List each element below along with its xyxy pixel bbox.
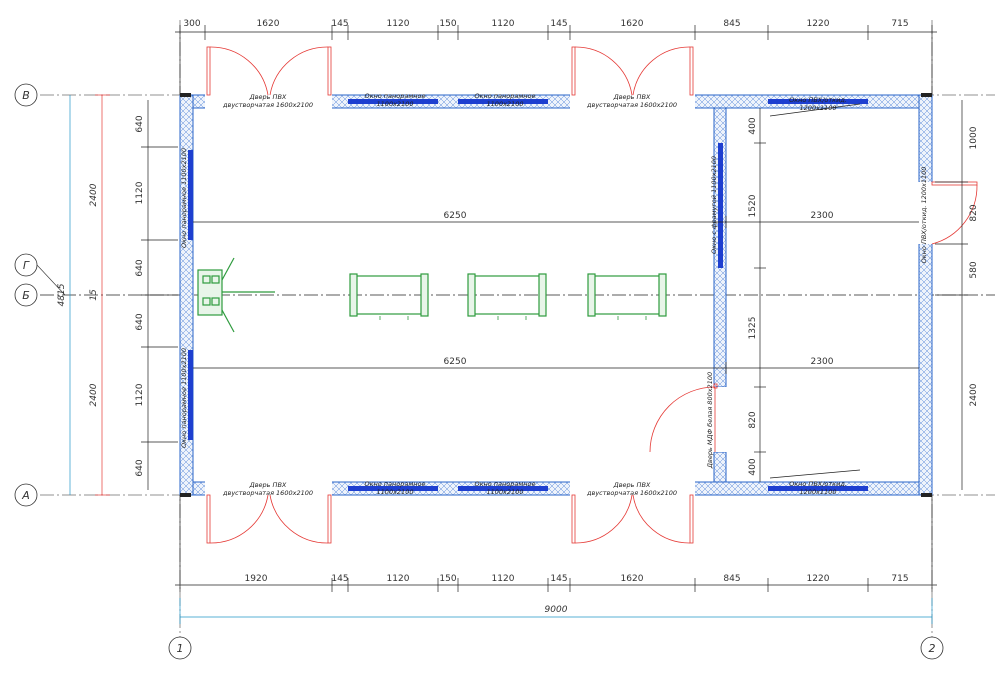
bottom-dim-0: 1920 bbox=[245, 574, 268, 584]
axis-label-g: Г bbox=[23, 259, 30, 272]
interior-len-top: 6250 bbox=[444, 211, 467, 221]
label-door-bl-size: двустворчатая 1600х2100 bbox=[222, 489, 313, 497]
door-openings bbox=[205, 94, 933, 496]
top-dim-4: 150 bbox=[439, 19, 456, 29]
top-dim-3: 1120 bbox=[387, 19, 410, 29]
label-win-right: Окно ПВХ/откид. 1200х1100 bbox=[920, 167, 928, 264]
label-door-tr-size: двустворчатая 1600х2100 bbox=[586, 101, 677, 109]
top-dim-1: 1620 bbox=[257, 19, 280, 29]
bottom-dim-2: 1120 bbox=[387, 574, 410, 584]
interior-dim-1325: 1325 bbox=[748, 317, 758, 340]
top-dim-2: 145 bbox=[331, 19, 348, 29]
right-dim-580: 580 bbox=[969, 261, 979, 278]
windows bbox=[188, 99, 868, 491]
interior-room-bottom: 2300 bbox=[811, 357, 834, 367]
label-door-tl: Дверь ПВХ bbox=[249, 93, 287, 101]
bottom-dim-6: 1620 bbox=[621, 574, 644, 584]
left-red-top: 2400 bbox=[89, 183, 99, 206]
label-door-bl: Дверь ПВХ bbox=[249, 481, 287, 489]
axis-label-1: 1 bbox=[177, 642, 184, 655]
bottom-dim-7: 845 bbox=[723, 574, 740, 584]
top-dim-6: 145 bbox=[550, 19, 567, 29]
bottom-dim-4: 1120 bbox=[492, 574, 515, 584]
bottom-dim-3: 150 bbox=[439, 574, 456, 584]
left-dim-3: 640 bbox=[135, 313, 145, 330]
top-dim-0: 300 bbox=[183, 19, 200, 29]
furniture bbox=[197, 257, 667, 333]
label-win-left-bottom: Окно панорамное 1100х2100 bbox=[180, 348, 188, 448]
left-dim-1: 1120 bbox=[135, 181, 145, 204]
label-win-t1: Окно панорамное bbox=[364, 92, 425, 100]
doors bbox=[206, 46, 978, 544]
axis-label-v: В bbox=[22, 89, 30, 102]
bottom-dim-9: 715 bbox=[891, 574, 908, 584]
label-win-tr-size: 1200х1100 bbox=[800, 104, 837, 112]
label-win-tr: Окно ПВХ/откид. bbox=[789, 96, 847, 104]
label-door-br: Дверь ПВХ bbox=[613, 481, 651, 489]
label-win-left-top: Окно панорамное 1100х2100 bbox=[180, 148, 188, 248]
label-win-b1: Окно панорамное bbox=[364, 480, 425, 488]
top-dim-9: 1220 bbox=[807, 19, 830, 29]
label-door-tr: Дверь ПВХ bbox=[613, 93, 651, 101]
left-red-mid: 15 bbox=[89, 289, 99, 301]
label-door-br-size: двустворчатая 1600х2100 bbox=[586, 489, 677, 497]
left-dim-2: 640 bbox=[135, 259, 145, 276]
axis-label-2: 2 bbox=[929, 642, 936, 655]
right-dim-2400: 2400 bbox=[969, 383, 979, 406]
axis-bubbles: В Г Б А 1 2 bbox=[14, 83, 944, 660]
bottom-dim-1: 145 bbox=[331, 574, 348, 584]
left-cyan-total: 4815 bbox=[57, 283, 67, 306]
label-win-t1-size: 1100х2100 bbox=[377, 100, 414, 108]
interior-dim-1520: 1520 bbox=[748, 194, 758, 217]
label-win-br-size: 1200х1100 bbox=[800, 488, 837, 496]
top-dim-5: 1120 bbox=[492, 19, 515, 29]
top-dim-7: 1620 bbox=[621, 19, 644, 29]
interior-dim-400a: 400 bbox=[748, 117, 758, 134]
label-win-br: Окно ПВХ/откид. bbox=[789, 480, 847, 488]
left-dim-4: 1120 bbox=[135, 383, 145, 406]
right-dim-820: 820 bbox=[969, 204, 979, 221]
label-win-b1-size: 1100х2100 bbox=[377, 488, 414, 496]
bottom-dim-8: 1220 bbox=[807, 574, 830, 584]
bottom-dimensions: 1920 145 1120 150 1120 145 1620 845 1220… bbox=[175, 495, 937, 624]
top-dim-10: 715 bbox=[891, 19, 908, 29]
interior-dim-400b: 400 bbox=[748, 458, 758, 475]
left-dim-5: 640 bbox=[135, 459, 145, 476]
axis-label-a: А bbox=[21, 489, 30, 502]
interior-dim-820: 820 bbox=[748, 411, 758, 428]
left-dimensions: 640 1120 640 640 1120 640 2400 15 2400 4… bbox=[57, 94, 178, 496]
label-win-t2-size: 1100х2100 bbox=[487, 100, 524, 108]
right-dimensions: 1000 820 580 2400 bbox=[935, 100, 979, 490]
top-dimensions: 300 1620 145 1120 150 1120 145 1620 845 … bbox=[175, 19, 937, 95]
overall-width: 9000 bbox=[545, 605, 568, 615]
label-win-t2: Окно панорамное bbox=[474, 92, 535, 100]
walls bbox=[179, 93, 933, 497]
label-win-b2: Окно панорамное bbox=[474, 480, 535, 488]
interior-dimensions: 6250 2300 6250 2300 400 1520 1325 820 40… bbox=[193, 108, 919, 482]
interior-room-top: 2300 bbox=[811, 211, 834, 221]
axis-label-b: Б bbox=[22, 289, 30, 302]
label-door-interior: Дверь МДФ белая 800х2100 bbox=[706, 372, 714, 469]
left-dim-0: 640 bbox=[135, 115, 145, 132]
left-red-bottom: 2400 bbox=[89, 383, 99, 406]
bottom-dim-5: 145 bbox=[550, 574, 567, 584]
label-door-tl-size: двустворчатая 1600х2100 bbox=[222, 101, 313, 109]
interior-len-bottom: 6250 bbox=[444, 357, 467, 367]
element-labels: Дверь ПВХ двустворчатая 1600х2100 Дверь … bbox=[180, 92, 928, 497]
right-dim-1000: 1000 bbox=[969, 126, 979, 149]
top-dim-8: 845 bbox=[723, 19, 740, 29]
label-win-partition: Окно с фрамугой 1100х2100 bbox=[710, 156, 718, 254]
label-win-b2-size: 1100х2100 bbox=[487, 488, 524, 496]
